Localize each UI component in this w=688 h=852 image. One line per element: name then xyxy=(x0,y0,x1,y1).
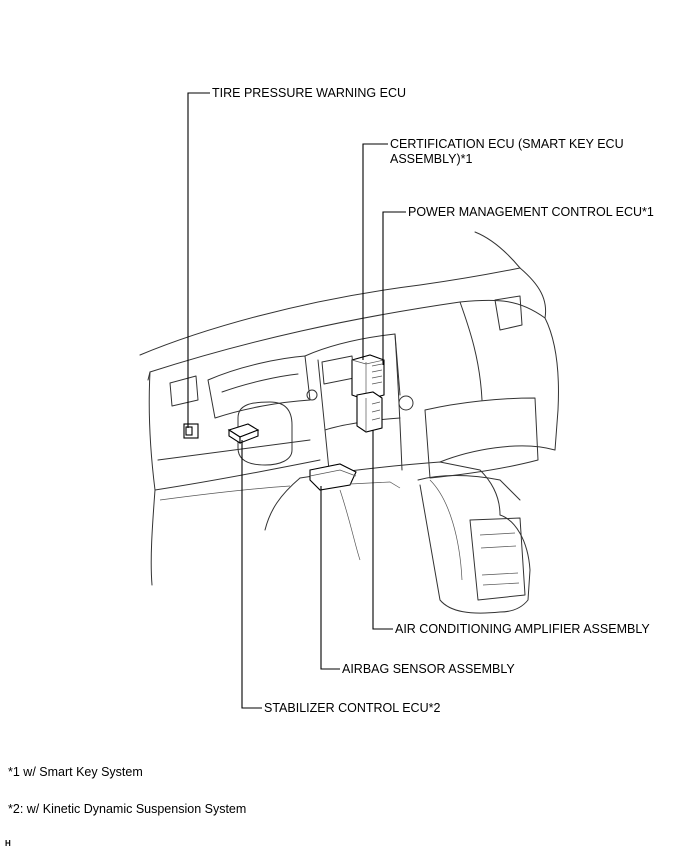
leader-power-management xyxy=(382,211,406,365)
dashboard-illustration xyxy=(139,231,559,614)
figure-code: H xyxy=(5,839,11,848)
label-certification-ecu: CERTIFICATION ECU (SMART KEY ECU ASSEMBL… xyxy=(390,137,624,166)
footnote-1: *1 w/ Smart Key System xyxy=(8,765,143,779)
leader-airbag-sensor xyxy=(320,486,340,670)
component-parts xyxy=(183,354,401,491)
label-tire-pressure-warning-ecu: TIRE PRESSURE WARNING ECU xyxy=(212,86,407,100)
leader-certification xyxy=(362,143,388,360)
label-air-conditioning-amplifier: AIR CONDITIONING AMPLIFIER ASSEMBLY xyxy=(395,622,650,636)
leader-lines xyxy=(187,92,406,709)
label-stabilizer-control-ecu: STABILIZER CONTROL ECU*2 xyxy=(264,701,441,715)
label-power-management-control-ecu: POWER MANAGEMENT CONTROL ECU*1 xyxy=(408,205,654,219)
label-airbag-sensor-assembly: AIRBAG SENSOR ASSEMBLY xyxy=(342,662,515,676)
leader-air-conditioning xyxy=(372,430,393,630)
leader-tire-pressure xyxy=(187,92,210,428)
footnote-2: *2: w/ Kinetic Dynamic Suspension System xyxy=(8,802,247,816)
leader-stabilizer xyxy=(241,440,262,709)
